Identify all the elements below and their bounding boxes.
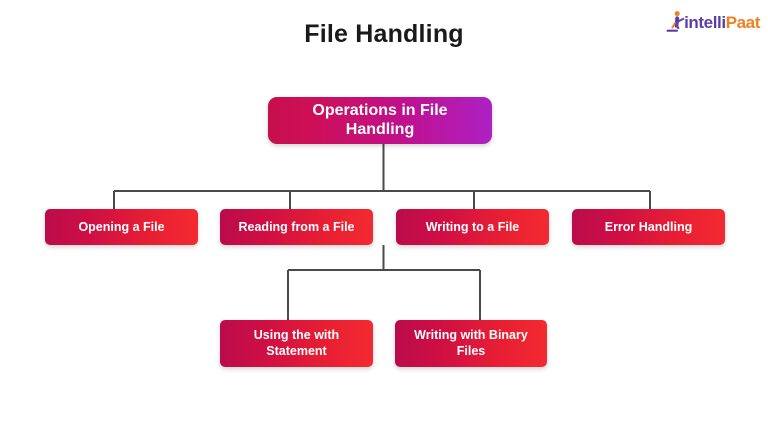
intellipaat-logo: intelliPaat [666,9,760,35]
node-reading-from-a-file[interactable]: Reading from a File [220,209,373,245]
node-label: Reading from a File [238,219,355,234]
node-label: Error Handling [604,219,693,234]
logo-text-primary: intelli [684,12,726,32]
node-label: Using the with Statement [253,327,340,358]
page-title: File Handling [304,20,464,48]
node-operations-in-file-handling[interactable]: Operations in File Handling [268,97,492,144]
node-label: Writing to a File [425,219,520,234]
node-label: Operations in File Handling [312,101,448,138]
logo-mark-icon [666,10,686,34]
node-using-the-with-statement[interactable]: Using the with Statement [220,320,373,367]
logo-text-secondary: Paat [725,12,761,32]
node-label: Opening a File [78,219,165,234]
node-writing-with-binary-files[interactable]: Writing with Binary Files [395,320,547,367]
node-error-handling[interactable]: Error Handling [572,209,725,245]
logo-wordmark: intelliPaat [684,14,760,31]
node-writing-to-a-file[interactable]: Writing to a File [396,209,549,245]
node-label: Writing with Binary Files [414,327,528,358]
node-opening-a-file[interactable]: Opening a File [45,209,198,245]
